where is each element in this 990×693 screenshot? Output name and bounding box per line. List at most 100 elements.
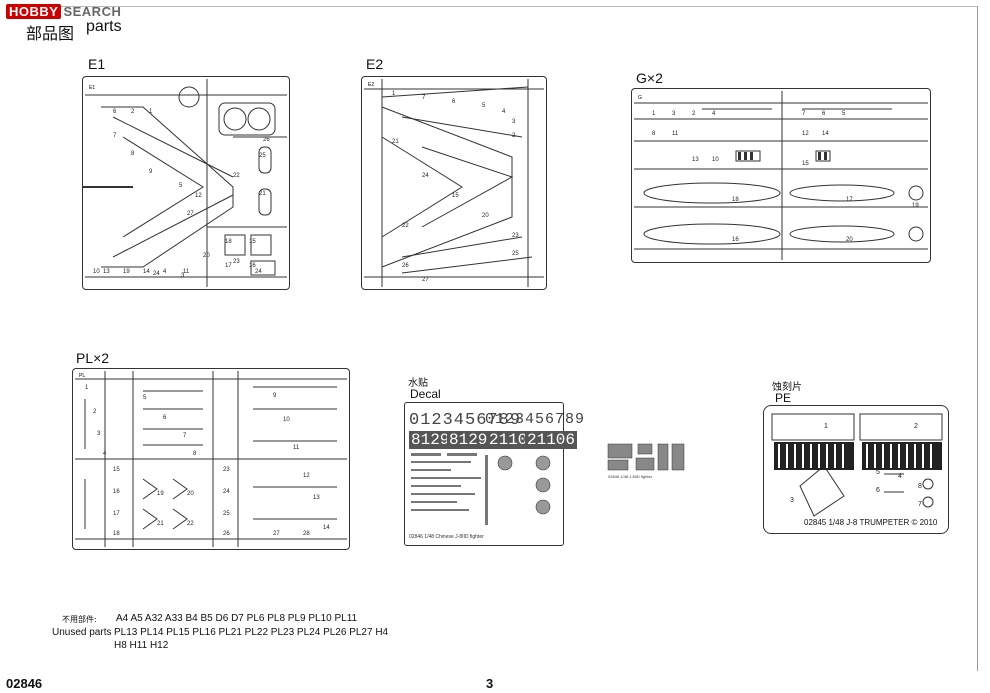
page-title-en: parts — [86, 18, 122, 35]
part-number-g: 18 — [732, 197, 739, 203]
sprue-e2-tag: E2 — [368, 82, 374, 88]
part-number-pl: 24 — [223, 489, 230, 495]
sprue-g-label: G×2 — [636, 70, 663, 86]
part-number-g: 13 — [692, 157, 699, 163]
decal-numbers-a: 0123456789 — [409, 411, 522, 430]
part-number-e2: 22 — [402, 223, 409, 229]
part-number-e1: 20 — [203, 253, 210, 259]
part-number-e1: 12 — [195, 193, 202, 199]
sprue-e1-label: E1 — [88, 56, 106, 72]
part-number-e2: 23 — [512, 233, 519, 239]
part-number-e1: 25 — [259, 153, 266, 159]
unused-label-cn: 不用部件: — [62, 615, 97, 624]
part-number-e1: 5 — [179, 183, 183, 189]
part-number-g: 16 — [732, 237, 739, 243]
part-number-pl: 11 — [293, 445, 300, 451]
part-number-e1: 26 — [263, 137, 270, 143]
part-number-e2: 3 — [512, 119, 516, 125]
decal-label-en: Decal — [410, 387, 441, 401]
part-number-pl: 6 — [163, 415, 167, 421]
part-number-g: 12 — [802, 131, 809, 137]
unused-label-en: Unused parts — [52, 627, 112, 638]
part-number-pl: 16 — [113, 489, 120, 495]
part-number-g: 17 — [846, 197, 853, 203]
part-number-e2: 27 — [422, 277, 429, 283]
part-number-e2: 6 — [452, 99, 456, 105]
part-number-pl: 4 — [103, 451, 107, 457]
sprue-pl-tag: PL — [79, 373, 85, 379]
part-number-e1: 23 — [233, 259, 240, 265]
product-code: 02846 — [6, 676, 43, 691]
pe-label-en: PE — [775, 391, 792, 405]
part-number-pl: 23 — [223, 467, 230, 473]
part-number-e1: 9 — [149, 169, 153, 175]
part-number-pl: 8 — [193, 451, 197, 457]
part-number-e1: 1 — [149, 109, 153, 115]
part-number-e1: 22 — [233, 173, 240, 179]
pe-part-number: 4 — [898, 473, 902, 480]
part-number-pl: 21 — [157, 521, 164, 527]
part-number-g: 20 — [846, 237, 853, 243]
part-number-g: 4 — [712, 111, 716, 117]
pe-part-number: 2 — [914, 423, 918, 430]
decal-sheet: 0123456789 0123456789 81294 81294 21106 … — [404, 402, 584, 546]
unused-line-3: H8 H11 H12 — [114, 640, 169, 651]
part-number-e1: 6 — [113, 109, 117, 115]
part-number-pl: 2 — [93, 409, 97, 415]
part-number-e1: 3 — [181, 273, 185, 279]
part-number-e1: 18 — [225, 239, 232, 245]
part-number-pl: 1 — [85, 385, 89, 391]
part-number-pl: 12 — [303, 473, 310, 479]
part-number-g: 2 — [692, 111, 696, 117]
part-number-e1: 15 — [249, 239, 256, 245]
pe-part-number: 6 — [876, 487, 880, 494]
part-number-pl: 15 — [113, 467, 120, 473]
part-number-e1: 14 — [143, 269, 150, 275]
part-number-e2: 21 — [392, 139, 399, 145]
part-number-g: 8 — [652, 131, 656, 137]
part-number-pl: 28 — [303, 531, 310, 537]
part-number-e2: 25 — [512, 251, 519, 257]
part-number-pl: 19 — [157, 491, 164, 497]
part-number-e1: 10 — [93, 269, 100, 275]
part-number-pl: 5 — [143, 395, 147, 401]
part-number-e1: 7 — [113, 133, 117, 139]
sprue-e2-label: E2 — [366, 56, 384, 72]
part-number-e2: 1 — [392, 91, 396, 97]
part-number-pl: 26 — [223, 531, 230, 537]
page-number: 3 — [486, 676, 494, 691]
part-number-e1: 16 — [249, 263, 256, 269]
part-number-g: 11 — [672, 131, 679, 137]
part-number-e2: 24 — [422, 173, 429, 179]
part-number-pl: 9 — [273, 393, 277, 399]
part-number-g: 19 — [912, 203, 919, 209]
page-title-cn: 部品图 — [26, 24, 75, 43]
part-number-g: 6 — [822, 111, 826, 117]
part-number-e2: 20 — [482, 213, 489, 219]
pe-part-number: 7 — [918, 501, 922, 508]
part-number-e2: 2 — [512, 133, 516, 139]
part-number-pl: 27 — [273, 531, 280, 537]
part-number-e2: 5 — [482, 103, 486, 109]
decal-serial-4: 21106 — [525, 431, 578, 449]
sprue-e1-tag: E1 — [89, 85, 95, 91]
decal-serial-2: 81294 — [447, 431, 500, 449]
part-number-e1: 19 — [123, 269, 130, 275]
part-number-e1: 2 — [131, 109, 135, 115]
sprue-pl-label: PL×2 — [76, 350, 110, 366]
part-number-pl: 13 — [313, 495, 320, 501]
part-number-e2: 4 — [502, 109, 506, 115]
pe-label-cn: 蚀刻片 — [772, 382, 802, 393]
unused-line-1: A4 A5 A32 A33 B4 B5 D6 D7 PL6 PL8 PL9 PL… — [116, 613, 358, 624]
part-number-pl: 20 — [187, 491, 194, 497]
small-decal-drawing — [607, 443, 685, 471]
part-number-e1: 4 — [163, 269, 167, 275]
part-number-g: 7 — [802, 111, 806, 117]
